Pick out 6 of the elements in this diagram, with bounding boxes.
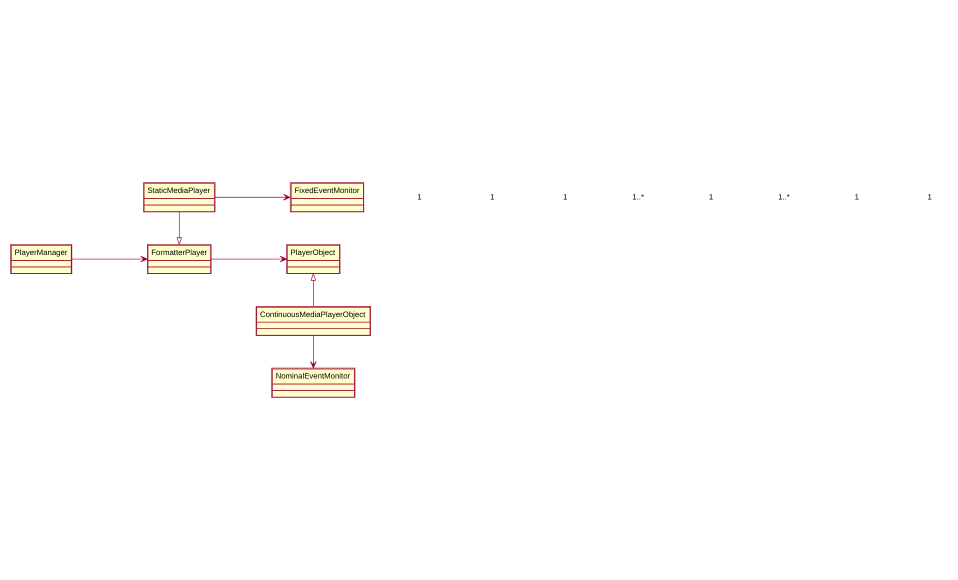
- arrow: [176, 212, 182, 246]
- arrow: [310, 272, 316, 306]
- arrow: [210, 256, 287, 262]
- arrow: [215, 194, 290, 200]
- arrow: [72, 256, 148, 262]
- arrow: [310, 335, 317, 368]
